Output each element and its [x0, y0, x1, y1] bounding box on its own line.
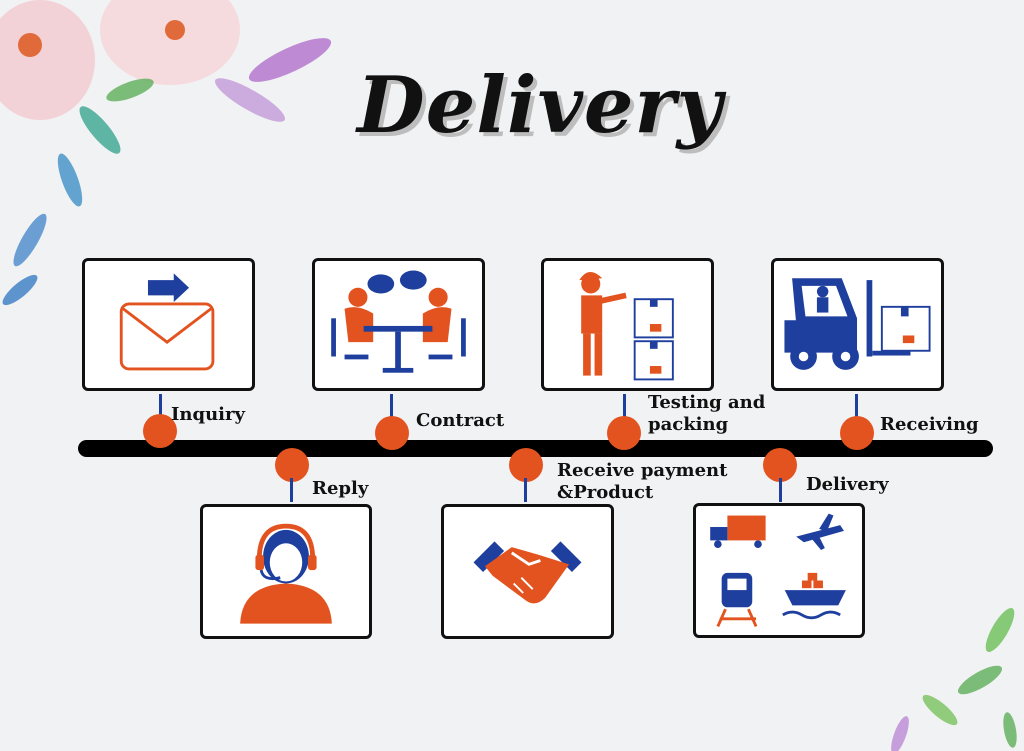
step-label-inquiry: Inquiry — [171, 404, 245, 425]
timeline-bar — [78, 440, 993, 457]
step-marker-contract — [375, 416, 409, 450]
envelope-icon — [119, 273, 215, 371]
step-label-delivery: Delivery — [806, 474, 889, 495]
headset-operator-icon — [240, 523, 332, 624]
forklift-icon — [784, 278, 931, 370]
handshake-icon — [473, 541, 582, 604]
meeting-icon — [331, 270, 466, 373]
step-card-delivery — [693, 503, 865, 638]
step-marker-receiving — [840, 416, 874, 450]
step-marker-inquiry — [143, 414, 177, 448]
step-stem-inquiry — [159, 394, 162, 424]
step-label-payment: Receive payment &Product — [557, 460, 728, 503]
step-card-inquiry — [82, 258, 255, 391]
step-stem-reply — [290, 478, 293, 502]
step-label-contract: Contract — [416, 410, 505, 431]
worker-boxes-icon — [579, 271, 674, 381]
step-card-reply — [200, 504, 372, 639]
step-stem-payment — [524, 478, 527, 502]
step-card-receiving — [771, 258, 944, 391]
step-marker-delivery — [763, 448, 797, 482]
step-marker-payment — [509, 448, 543, 482]
floral-decoration-top-left — [0, 0, 332, 306]
step-stem-receiving — [855, 394, 858, 424]
step-marker-reply — [275, 448, 309, 482]
step-marker-testing — [607, 416, 641, 450]
step-card-payment — [441, 504, 614, 639]
transport-modes-icon — [710, 513, 846, 627]
step-stem-delivery — [779, 478, 782, 502]
step-label-receiving: Receiving — [880, 414, 979, 435]
floral-decoration-bottom-right — [891, 607, 1017, 751]
step-card-contract — [312, 258, 485, 391]
page-title: Delivery — [357, 60, 723, 151]
step-card-testing — [541, 258, 714, 391]
step-stem-contract — [390, 394, 393, 424]
step-label-testing: Testing and packing — [648, 392, 766, 435]
step-stem-testing — [623, 394, 626, 424]
step-label-reply: Reply — [312, 478, 369, 499]
